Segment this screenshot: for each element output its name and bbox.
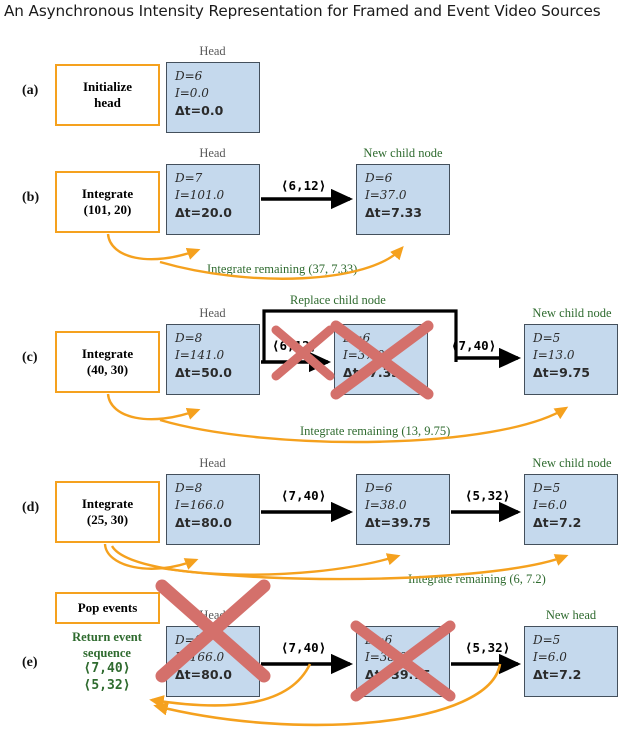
node-dt-value: Δt=7.33 (365, 204, 422, 220)
orange-arrow-b-head (106, 233, 201, 261)
edge-label-d-2: ⟨5,32⟩ (465, 488, 511, 503)
node-d-value: D=6 (343, 331, 371, 345)
node-d-value: D=8 (175, 331, 203, 345)
action-box-integrate-c[interactable]: Integrate (40, 30) (55, 331, 160, 393)
node-head-a[interactable]: D=6 I=0.0 Δt=0.0 (166, 62, 260, 133)
edge-label-c-1: ⟨6,12⟩ (272, 338, 318, 353)
node-i-value: I=166.0 (175, 497, 225, 512)
node-i-value: I=6.0 (533, 497, 567, 512)
node-i-value: I=141.0 (175, 347, 225, 362)
row-label-d: (d) (22, 500, 40, 515)
node-i-value: I=13.0 (533, 347, 575, 362)
node-d-value: D=5 (533, 633, 561, 647)
page-title: An Asynchronous Intensity Representation… (4, 2, 601, 20)
bracket-label-replace-child-node: Replace child node (290, 293, 386, 307)
node-dt-value: Δt=80.0 (175, 666, 232, 682)
row-label-b: (b) (22, 190, 40, 205)
orange-arrow-c-head (106, 393, 201, 421)
node-i-value: I=0.0 (175, 85, 209, 100)
action-box-label: Integrate (25, 30) (81, 495, 134, 527)
node-d-value: D=5 (533, 331, 561, 345)
edge-label-e-1: ⟨7,40⟩ (281, 640, 327, 655)
node-i-value: I=37.0 (343, 347, 385, 362)
return-seq-item-0: ⟨7,40⟩ (83, 661, 131, 677)
node-d-value: D=8 (175, 633, 203, 647)
row-label-c: (c) (22, 350, 38, 365)
green-note-b: Integrate remaining (37, 7.33) (207, 262, 358, 276)
action-box-label: Initialize head (82, 78, 133, 110)
node-d-value: D=6 (175, 69, 203, 83)
node-dt-value: Δt=50.0 (175, 364, 232, 380)
action-box-integrate-d[interactable]: Integrate (25, 30) (55, 481, 160, 543)
node-d-value: D=5 (533, 481, 561, 495)
action-box-initialize-head[interactable]: Initialize head (55, 64, 160, 126)
node-d-value: D=6 (365, 171, 393, 185)
orange-arrow-d-head (103, 543, 199, 570)
action-box-label: Integrate (101, 20) (81, 185, 134, 217)
node-i-value: I=6.0 (533, 649, 567, 664)
action-box-integrate-b[interactable]: Integrate (101, 20) (55, 171, 160, 233)
node-caption-newchild-c: New child node (532, 306, 612, 320)
green-note-c: Integrate remaining (13, 9.75) (300, 424, 451, 438)
node-d-value: D=8 (175, 481, 203, 495)
cross-out-edge-c-1 (271, 325, 335, 381)
node-old-child-c[interactable]: D=6 I=37.0 Δt=7.33 (334, 324, 428, 395)
node-mid-d[interactable]: D=6 I=38.0 Δt=39.75 (356, 474, 450, 545)
node-dt-value: Δt=7.33 (343, 364, 400, 380)
node-i-value: I=166.0 (175, 649, 225, 664)
return-event-sequence-block: Return event sequence ⟨7,40⟩ ⟨5,32⟩ (42, 630, 172, 694)
node-caption-head-a: Head (199, 44, 226, 58)
orange-arrow-d-mid (110, 545, 401, 576)
node-dt-value: Δt=39.75 (365, 666, 431, 682)
node-dt-value: Δt=7.2 (533, 514, 582, 530)
node-d-value: D=7 (175, 171, 203, 185)
action-box-label: Pop events (77, 599, 138, 615)
return-seq-item-1: ⟨5,32⟩ (83, 677, 131, 693)
node-dt-value: Δt=0.0 (175, 102, 224, 118)
node-i-value: I=38.0 (365, 649, 407, 664)
node-dt-value: Δt=80.0 (175, 514, 232, 530)
edge-label-b-1: ⟨6,12⟩ (281, 178, 327, 193)
node-dt-value: Δt=20.0 (175, 204, 232, 220)
node-i-value: I=38.0 (365, 497, 407, 512)
node-caption-head-c: Head (199, 306, 226, 320)
edge-label-c-2: ⟨7,40⟩ (451, 338, 497, 353)
edge-label-d-1: ⟨7,40⟩ (281, 488, 327, 503)
node-i-value: I=37.0 (365, 187, 407, 202)
action-box-label: Integrate (40, 30) (81, 345, 134, 377)
node-caption-newchild-b: New child node (363, 146, 443, 160)
node-child-b[interactable]: D=6 I=37.0 Δt=7.33 (356, 164, 450, 235)
node-dt-value: Δt=39.75 (365, 514, 431, 530)
node-dt-value: Δt=7.2 (533, 666, 582, 682)
node-head-c[interactable]: D=8 I=141.0 Δt=50.0 (166, 324, 260, 395)
node-caption-newhead-e: New head (545, 608, 597, 622)
row-label-e: (e) (22, 655, 38, 670)
node-caption-head-e: Head (199, 608, 226, 622)
return-label-line1: Return event (72, 630, 142, 644)
node-mid-e[interactable]: D=6 I=38.0 Δt=39.75 (356, 626, 450, 697)
node-caption-head-b: Head (199, 146, 226, 160)
node-d-value: D=6 (365, 481, 393, 495)
return-label-line2: sequence (83, 645, 131, 660)
node-newhead-e[interactable]: D=5 I=6.0 Δt=7.2 (524, 626, 618, 697)
node-head-e[interactable]: D=8 I=166.0 Δt=80.0 (166, 626, 260, 697)
action-box-pop-events[interactable]: Pop events (55, 592, 160, 624)
node-d-value: D=6 (365, 633, 393, 647)
node-child-d[interactable]: D=5 I=6.0 Δt=7.2 (524, 474, 618, 545)
row-label-a: (a) (22, 83, 39, 98)
node-head-b[interactable]: D=7 I=101.0 Δt=20.0 (166, 164, 260, 235)
node-caption-head-d: Head (199, 456, 226, 470)
node-head-d[interactable]: D=8 I=166.0 Δt=80.0 (166, 474, 260, 545)
edge-label-e-2: ⟨5,32⟩ (465, 640, 511, 655)
node-child-c[interactable]: D=5 I=13.0 Δt=9.75 (524, 324, 618, 395)
node-dt-value: Δt=9.75 (533, 364, 590, 380)
node-i-value: I=101.0 (175, 187, 225, 202)
green-note-d: Integrate remaining (6, 7.2) (408, 572, 546, 586)
node-caption-newchild-d: New child node (532, 456, 612, 470)
